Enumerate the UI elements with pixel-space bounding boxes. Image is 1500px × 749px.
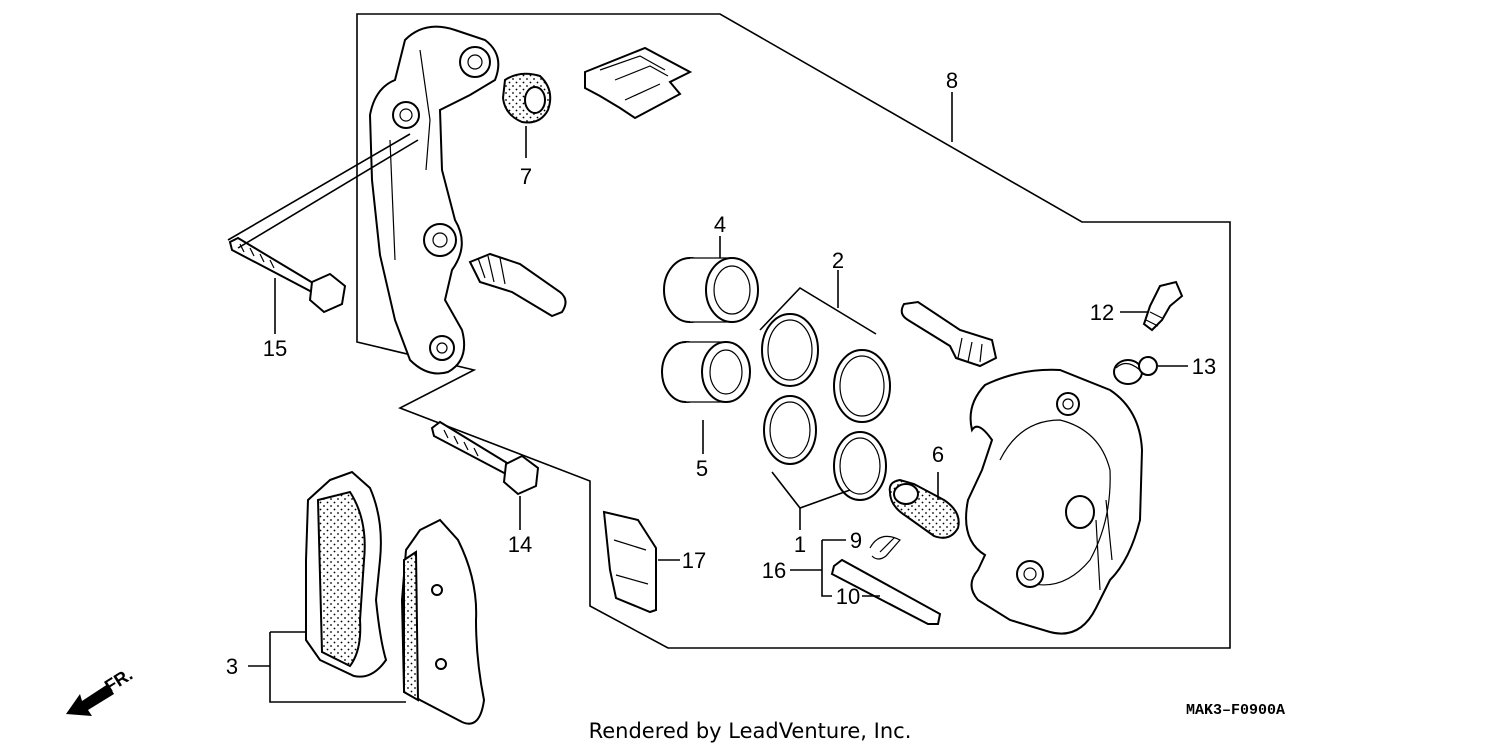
piston-part-4 [663, 257, 759, 323]
slide-pin-left [468, 252, 567, 318]
bleeder-cap-part-13 [1113, 356, 1158, 385]
callout-9: 9 [850, 528, 862, 553]
callout-14: 14 [508, 532, 532, 557]
callout-2: 2 [832, 248, 844, 273]
callout-17: 17 [682, 548, 706, 573]
callout-13: 13 [1192, 354, 1216, 379]
pad-pin-part-6 [888, 478, 960, 539]
render-credit: Rendered by LeadVenture, Inc. [589, 719, 912, 743]
pad-retainer-part-17 [602, 510, 657, 614]
brake-pad-front [400, 518, 486, 725]
pad-spring [584, 46, 693, 120]
pad-clip-part-9 [869, 535, 901, 560]
callout-3: 3 [226, 654, 238, 679]
callout-16: 16 [762, 558, 786, 583]
callout-10: 10 [836, 584, 860, 609]
callout-5: 5 [696, 456, 708, 481]
boot-part-7 [501, 72, 552, 124]
brake-pad-rear [305, 470, 388, 678]
bleeder-valve-part-12 [1142, 280, 1184, 332]
callout-12: 12 [1090, 300, 1114, 325]
caliper-bracket [368, 25, 500, 375]
diagram-code: MAK3–F0900A [1186, 702, 1285, 719]
callout-6: 6 [932, 442, 944, 467]
callout-7: 7 [520, 164, 532, 189]
caliper-body [965, 368, 1144, 635]
callout-8: 8 [946, 68, 958, 93]
callout-15: 15 [263, 336, 287, 361]
bolt-part-14 [430, 420, 540, 496]
bolt-part-15 [228, 236, 347, 314]
callout-1: 1 [794, 532, 806, 557]
callout-4: 4 [714, 212, 726, 237]
slide-pin-right [900, 300, 998, 368]
piston-seal-set [761, 313, 891, 501]
piston-part-5 [661, 341, 751, 403]
front-direction-arrow-icon [66, 684, 114, 716]
hanger-pin-part-10 [830, 558, 942, 625]
